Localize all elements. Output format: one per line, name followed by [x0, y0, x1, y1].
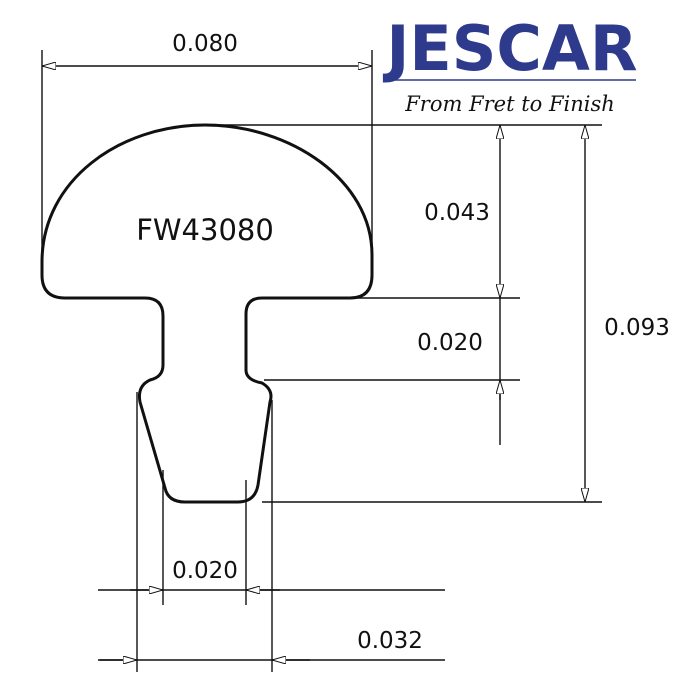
jescar-logo: JESCAR From Fret to Finish: [382, 12, 637, 116]
dimension-tang-width: 0.020: [98, 558, 445, 590]
dimension-total-height: 0.093: [585, 125, 670, 502]
tang-gap-label: 0.020: [417, 330, 483, 356]
part-number: FW43080: [136, 213, 274, 247]
dimension-crown-height: 0.043: [424, 125, 500, 298]
barb-width-label: 0.032: [357, 628, 423, 654]
crown-width-label: 0.080: [172, 31, 238, 57]
fret-profile: [40, 123, 374, 504]
logo-tagline: From Fret to Finish: [404, 92, 615, 116]
crown-height-label: 0.043: [424, 200, 490, 226]
tang-width-label: 0.020: [172, 558, 238, 584]
dimension-crown-width: 0.080: [41, 31, 373, 255]
dimension-barb-width: 0.032: [98, 628, 445, 660]
total-height-label: 0.093: [604, 315, 670, 341]
dimension-tang-gap: 0.020: [417, 298, 500, 445]
logo-brand: JESCAR: [382, 12, 637, 85]
